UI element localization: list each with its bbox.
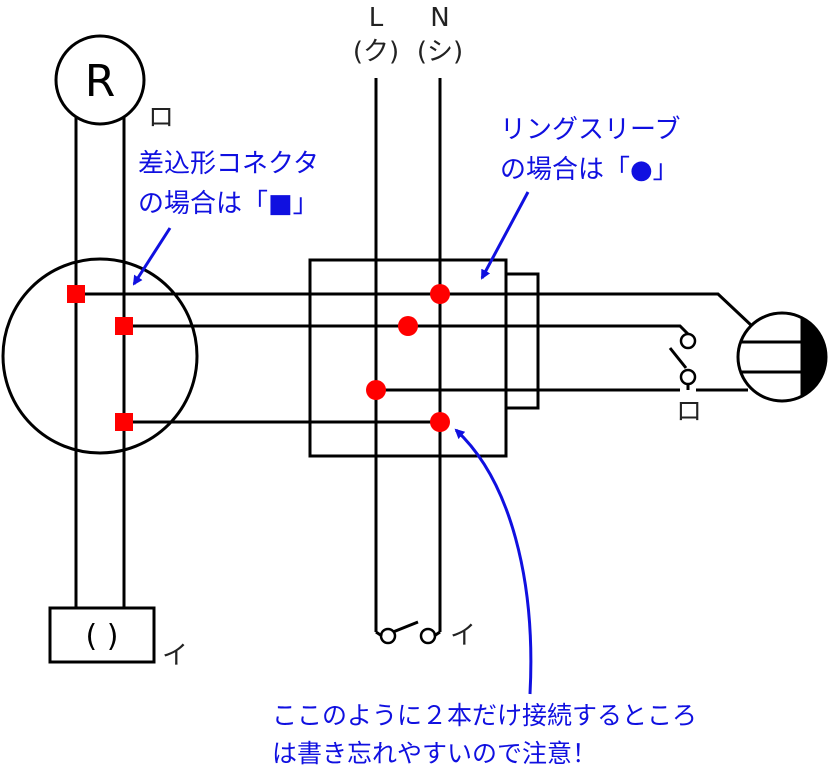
note-arrow — [454, 428, 533, 695]
connector-arrow — [132, 227, 172, 286]
sleeve-callout-line2: の場合は「●」 — [500, 155, 679, 185]
red-square-icon — [115, 413, 133, 431]
note-line2: は書き忘れやすいので注意！ — [272, 739, 597, 768]
red-square-icon — [115, 317, 133, 335]
lamp-r — [54, 34, 146, 126]
junction-box-right — [308, 258, 508, 458]
connector-callout-line2: の場合は「■」 — [138, 189, 319, 219]
wire-top — [76, 292, 754, 328]
lamp-r-switch-mark: ロ — [148, 103, 174, 133]
line-sub-label: (ク) — [353, 37, 399, 67]
bottom-switch — [375, 620, 441, 645]
receptacle-box — [48, 606, 156, 664]
right-switch-mark: ロ — [676, 397, 702, 427]
junction-box-left — [1, 257, 199, 455]
neutral-label: N — [430, 3, 449, 33]
red-square-icon — [67, 285, 85, 303]
right-lamp — [736, 311, 828, 403]
receptacle-switch-mark: イ — [162, 641, 188, 671]
sleeve-arrow — [480, 191, 530, 280]
red-dot-icon — [366, 380, 386, 400]
red-dot-icon — [430, 284, 450, 304]
note-line1: ここのように２本だけ接続するところ — [272, 701, 697, 730]
receptacle-symbol: ( ) — [86, 619, 119, 654]
lamp-r-symbol: R — [85, 56, 116, 107]
wire-second — [124, 324, 690, 336]
red-dot-icon — [430, 412, 450, 432]
neutral-sub-label: (シ) — [417, 37, 463, 67]
line-label: L — [369, 3, 384, 33]
right-switch — [668, 332, 697, 390]
bottom-switch-mark: イ — [450, 621, 476, 651]
sleeve-callout-line1: リングスリーブ — [500, 115, 680, 145]
red-dot-icon — [398, 316, 418, 336]
connector-callout-line1: 差込形コネクタ — [138, 149, 319, 179]
junction-box-right-lip — [504, 272, 540, 410]
